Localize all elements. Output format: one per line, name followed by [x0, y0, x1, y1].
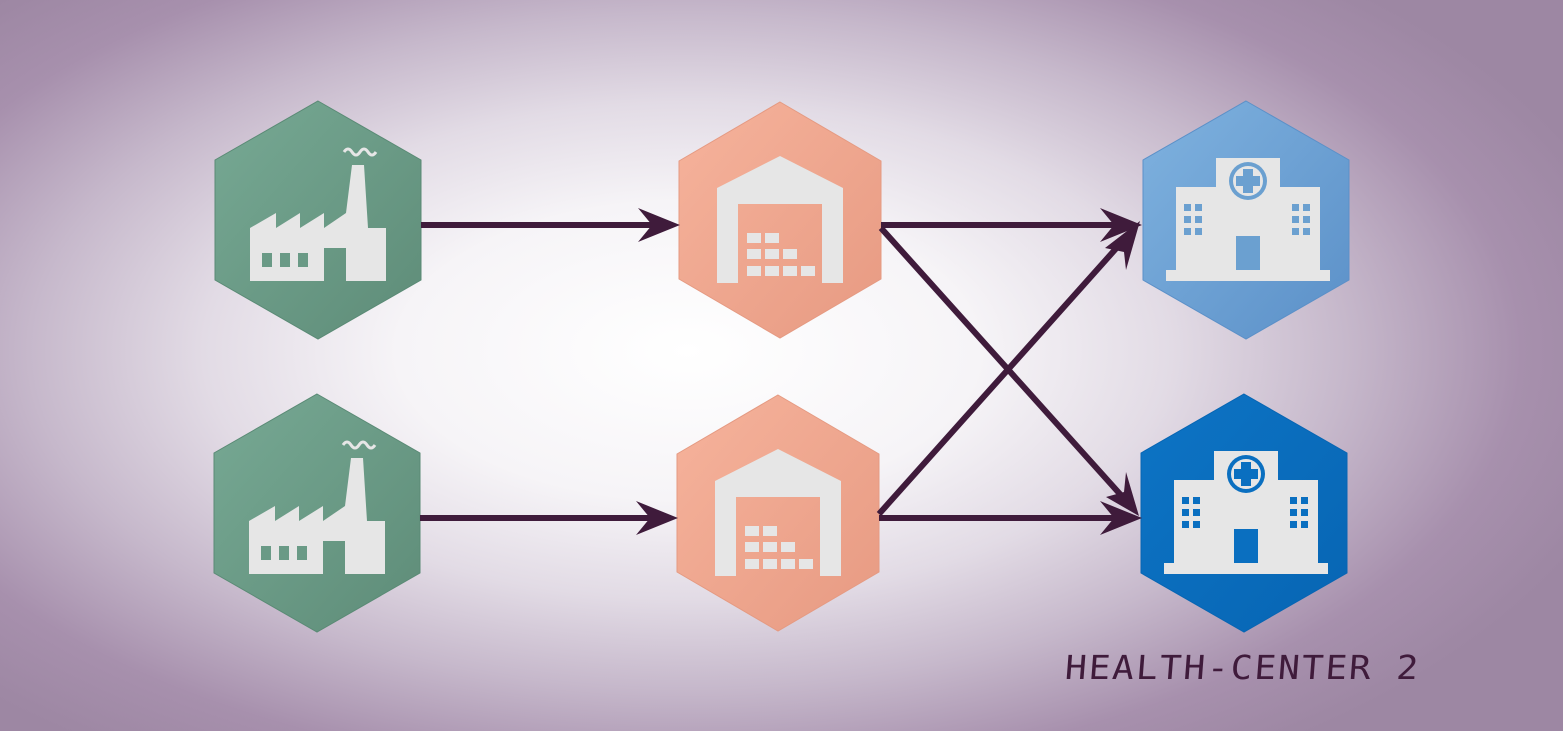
health-center-node-2	[1140, 393, 1348, 633]
warehouse-node-1	[678, 101, 882, 339]
health-center-node-1	[1142, 100, 1350, 340]
warehouse-node-2	[676, 394, 880, 632]
arrow-warehouse-1-to-health-center-2	[878, 225, 1139, 516]
factory-node-1	[214, 100, 422, 340]
arrow-warehouse-2-to-health-center-1	[876, 221, 1140, 516]
arrow-warehouse-1-to-health-center-1	[881, 208, 1142, 242]
arrow-factory-2-to-warehouse-2	[420, 501, 678, 535]
arrows	[420, 208, 1142, 535]
arrow-factory-1-to-warehouse-1	[421, 208, 680, 242]
diagram-label: HEALTH-CENTER 2	[1063, 649, 1422, 688]
factory-node-2	[213, 393, 421, 633]
arrow-warehouse-2-to-health-center-2	[879, 501, 1142, 535]
